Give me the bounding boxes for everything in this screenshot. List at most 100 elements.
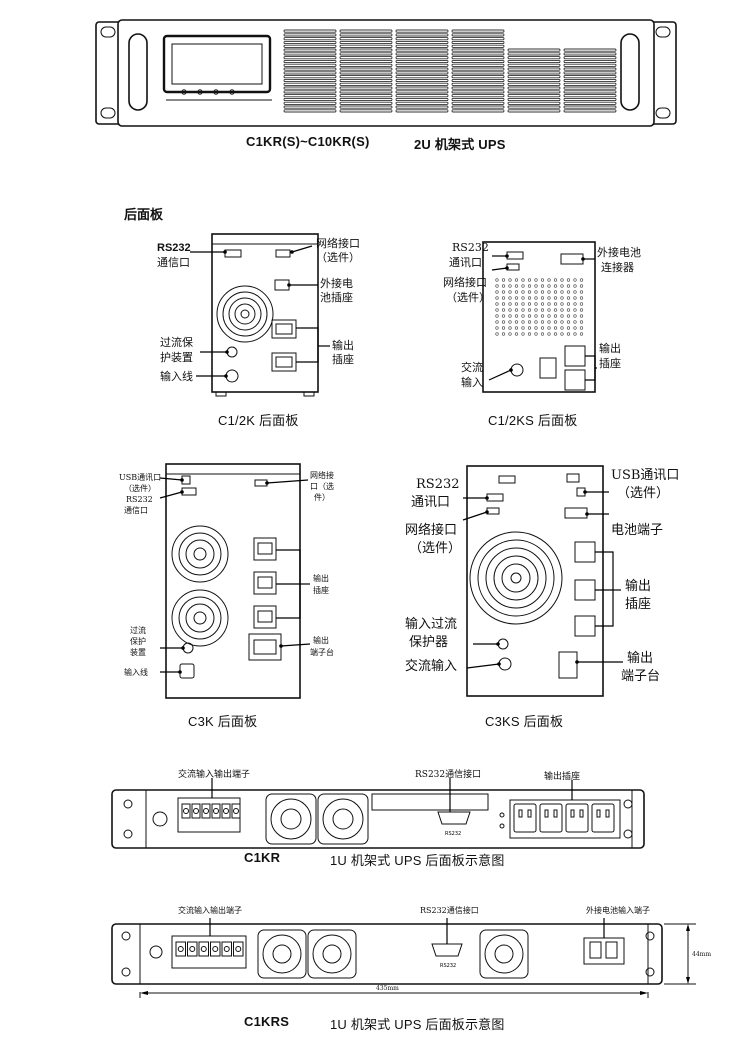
c12ks-output-label-1: 输出: [599, 342, 621, 355]
vent-slot: [563, 90, 617, 94]
front-button: [229, 89, 235, 95]
vent-hole: [540, 320, 545, 324]
vent-slot: [563, 109, 617, 113]
vent-hole: [553, 314, 558, 318]
terminal-screw: [210, 941, 221, 957]
c1krs-caption-model: C1KRS: [244, 1014, 290, 1029]
vent-slot: [451, 105, 505, 109]
vent-slot: [451, 101, 505, 105]
vent-slot: [507, 52, 561, 56]
c12k-rs232-sub-label: 通信口: [157, 256, 190, 269]
vent-slot: [283, 33, 337, 37]
vent-hole: [501, 320, 506, 324]
vent-hole: [547, 314, 551, 318]
vent-hole: [547, 278, 551, 282]
vent-hole: [553, 290, 558, 294]
vent-slot: [507, 78, 561, 83]
vent-hole: [534, 284, 538, 288]
vent-hole: [553, 302, 558, 306]
c3k-rear-drawing: [159, 463, 311, 699]
terminal-screw-head: [203, 808, 209, 814]
vent-hole: [560, 326, 564, 330]
vent-slot: [339, 56, 393, 60]
vent-slot: [563, 75, 617, 79]
vent-slot: [283, 86, 337, 90]
vent-slot: [563, 71, 617, 75]
vent-hole: [534, 290, 538, 294]
c1kr-rs232-label: RS232通信接口: [415, 770, 482, 780]
terminal-screw-head: [212, 946, 219, 952]
vent-hole: [527, 278, 532, 282]
vent-slot: [451, 44, 505, 48]
terminal-screw: [211, 803, 221, 819]
vent-hole: [501, 326, 506, 330]
c12ks-figure: RS232 通讯口 网络接口 （选件） 外接电池 连接器 输出 插座 交流 输入…: [375, 228, 750, 438]
vent-hole: [521, 326, 525, 330]
vent-hole: [573, 290, 577, 294]
vent-slot: [283, 94, 337, 98]
c12k-input-label: 输入线: [160, 370, 193, 383]
vent-hole: [501, 308, 506, 312]
vent-slot: [563, 67, 617, 71]
vent-slot: [507, 94, 561, 98]
vent-hole: [514, 290, 519, 294]
vent-slot: [451, 63, 505, 67]
vent-slot: [339, 48, 393, 52]
vent-hole: [540, 308, 545, 312]
outlet-pin: [544, 809, 549, 818]
vent-hole: [495, 308, 499, 312]
vent-slot: [563, 78, 617, 83]
c12ks-ac-label-2: 输入: [461, 376, 483, 389]
vent-hole: [547, 308, 551, 312]
vent-hole: [579, 278, 584, 282]
vent-hole: [495, 326, 499, 330]
vent-hole: [501, 290, 506, 294]
terminal-screw: [187, 941, 198, 957]
c3k-figure: USB通讯口 （选件） RS232 通信口 网络接 口（选 件） 输出 插座 过…: [0, 458, 375, 733]
vent-slot: [339, 86, 393, 90]
c3k-terminal-label-2: 端子台: [310, 648, 334, 657]
c12ks-ac-label-1: 交流: [461, 361, 483, 374]
vent-slot: [395, 94, 449, 98]
vent-hole: [547, 302, 551, 306]
vent-slot: [339, 63, 393, 67]
vent-hole: [579, 308, 584, 312]
c3ks-battery-label: 电池端子: [611, 523, 664, 538]
vent-slot: [451, 75, 505, 79]
c3k-output-label-1: 输出: [313, 574, 329, 583]
vent-hole: [508, 332, 512, 336]
vent-hole: [579, 302, 584, 306]
vent-slot: [283, 59, 337, 64]
vent-slot: [395, 44, 449, 48]
vent-slot: [395, 78, 449, 83]
terminal-screw-head: [213, 808, 219, 814]
vent-slot: [395, 82, 449, 86]
vent-hole: [566, 332, 571, 336]
vent-hole: [527, 284, 532, 288]
vent-hole: [540, 314, 545, 318]
c3ks-caption: C3KS 后面板: [485, 714, 564, 729]
vent-hole: [573, 314, 577, 318]
vent-slot: [283, 90, 337, 94]
vent-slot: [507, 82, 561, 86]
terminal-screw: [231, 803, 241, 819]
vent-slot: [283, 82, 337, 86]
vent-hole: [573, 284, 577, 288]
c3ks-rs232-label-2: 通讯口: [411, 495, 451, 510]
vent-slot: [451, 78, 505, 83]
front-button: [197, 89, 203, 95]
vent-slot: [283, 75, 337, 79]
vent-hole: [573, 296, 577, 300]
c12k-network-label-2: （选件）: [316, 251, 360, 264]
vent-hole: [521, 332, 525, 336]
vent-slot: [395, 63, 449, 67]
vent-hole: [579, 326, 584, 330]
section-title-rear-panel: 后面板: [124, 208, 164, 223]
vent-hole: [540, 278, 545, 282]
vent-hole: [508, 278, 512, 282]
vent-hole: [527, 296, 532, 300]
vent-slot: [339, 52, 393, 56]
vent-hole: [534, 326, 538, 330]
outlet-pin: [570, 809, 575, 818]
vent-hole: [560, 290, 564, 294]
